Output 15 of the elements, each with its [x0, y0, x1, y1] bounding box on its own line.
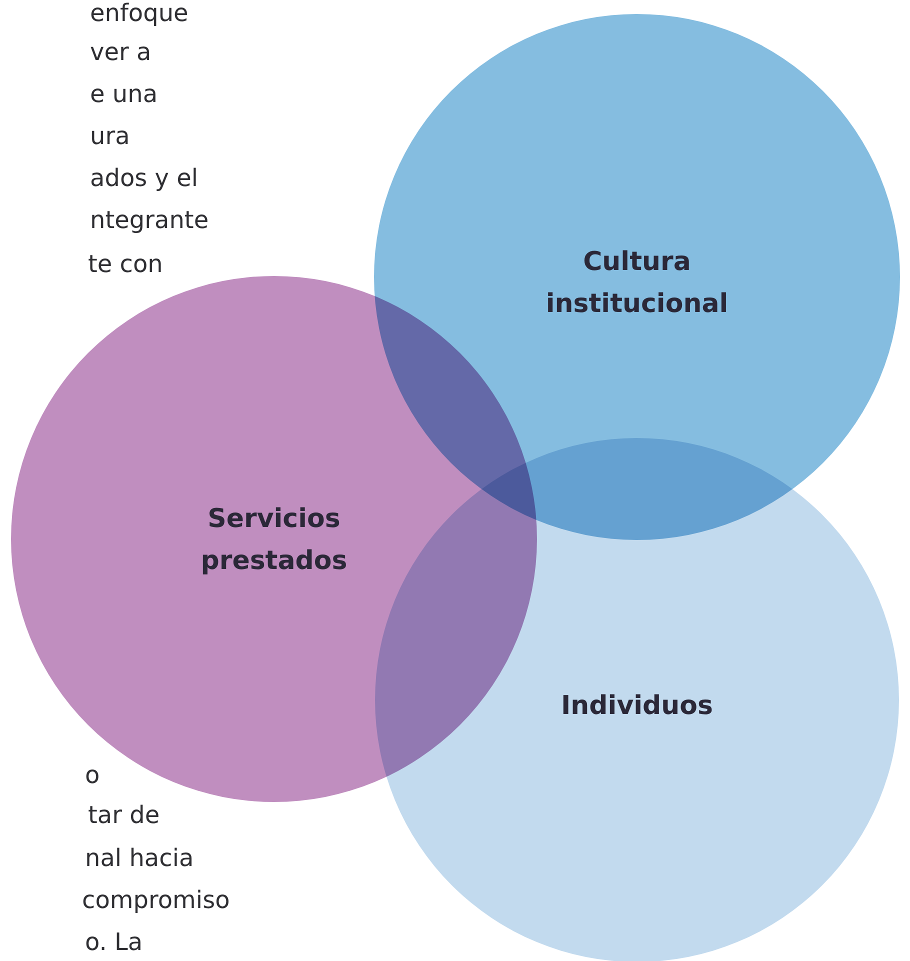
body-text-fragment: enfoque: [90, 0, 188, 28]
body-text-fragment: ados y el: [90, 163, 198, 193]
body-text-fragment: o. La: [85, 927, 143, 957]
body-text-fragment: te con: [88, 249, 163, 279]
body-text-fragment: ntegrante: [90, 205, 209, 235]
body-text-fragment: ura: [90, 121, 130, 151]
circle-label: Cultura institucional: [544, 246, 730, 321]
body-text-fragment: o: [85, 760, 100, 790]
circle-label: Servicios prestados: [200, 503, 348, 578]
body-text-fragment: e una: [90, 79, 158, 109]
body-text-fragment: ver a: [90, 37, 152, 67]
circle-label: Individuos: [560, 690, 714, 723]
body-text-fragment: nal hacia: [85, 843, 194, 873]
body-text-fragment: tar de: [88, 800, 160, 830]
body-text-fragment: compromiso: [82, 885, 230, 915]
